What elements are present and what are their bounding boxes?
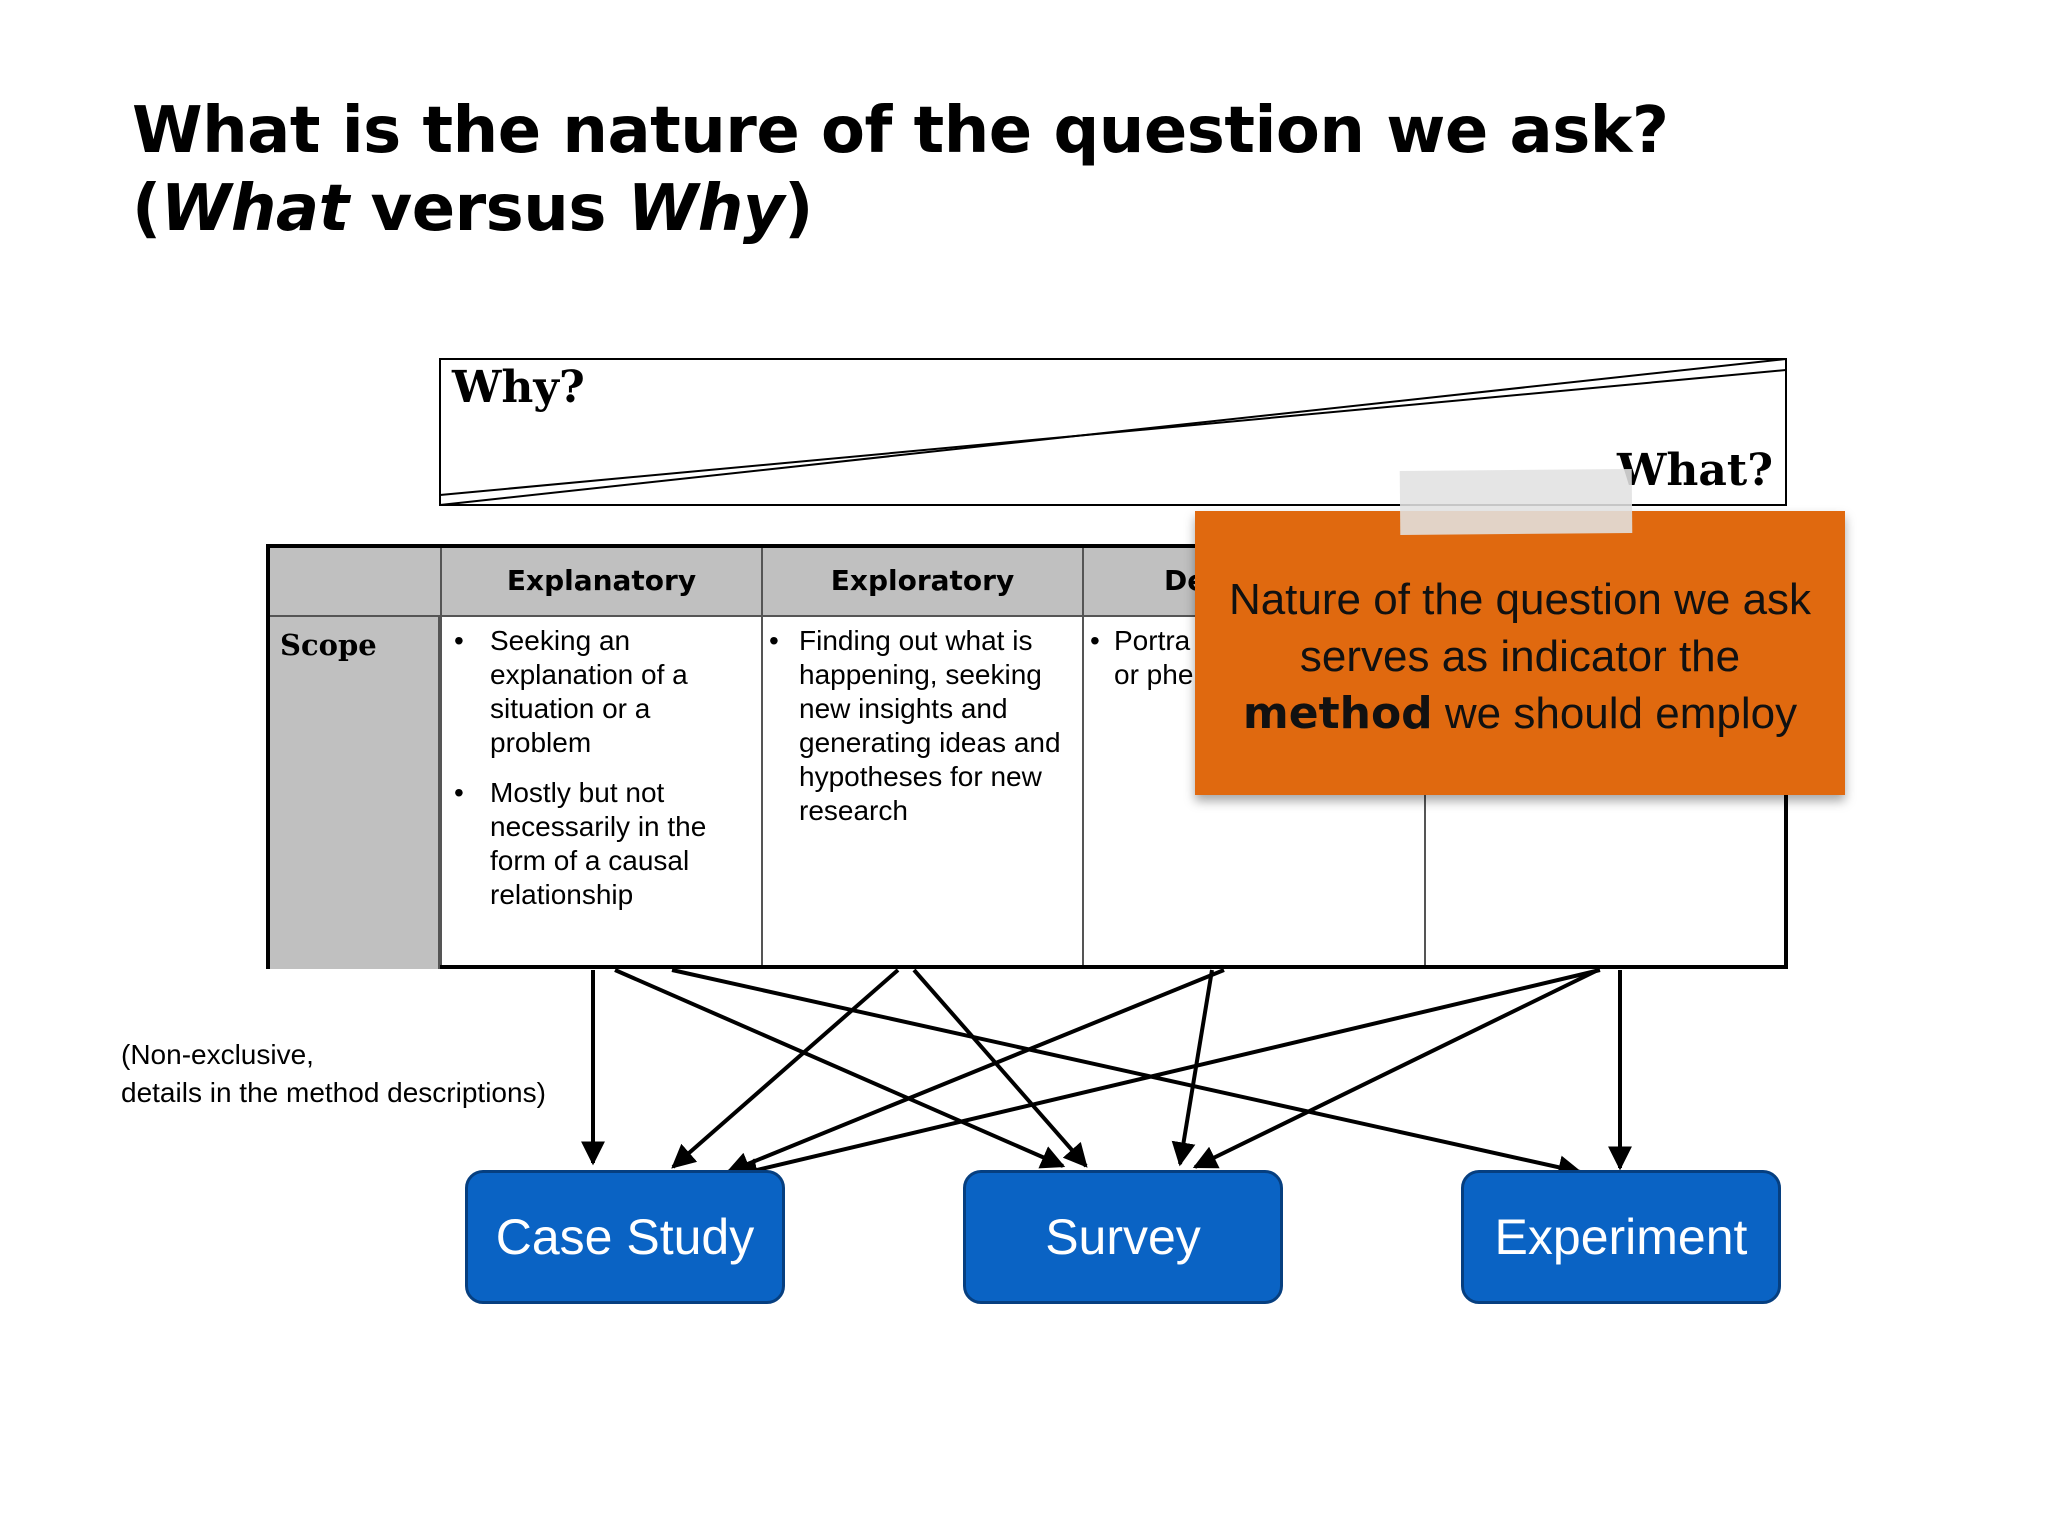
list-item: Mostly but not necessarily in the form o…	[442, 776, 752, 912]
method-case-study: Case Study	[465, 1170, 785, 1304]
list-item: Seeking an explanation of a situation or…	[442, 624, 752, 760]
list-item: Finding out what is happening, seeking n…	[763, 624, 1063, 828]
question-type-table: Explanatory Exploratory De Scope Seeking…	[266, 544, 1788, 969]
list-item: Portra	[1084, 624, 1384, 658]
cell-exploratory-scope: Finding out what is happening, seeking n…	[763, 624, 1063, 844]
title-versus: versus	[348, 172, 628, 246]
table-divider	[440, 548, 442, 965]
method-experiment: Experiment	[1461, 1170, 1781, 1304]
slide-title: What is the nature of the question we as…	[132, 92, 1669, 248]
title-line-1: What is the nature of the question we as…	[132, 94, 1669, 168]
table-row-header	[270, 617, 440, 969]
sticky-line-3-rest: we should employ	[1432, 689, 1798, 738]
why-label: Why?	[452, 362, 585, 413]
method-survey: Survey	[963, 1170, 1283, 1304]
what-label: What?	[1617, 445, 1774, 496]
sticky-line-1: Nature of the question we ask	[1228, 575, 1812, 624]
title-paren-open: (	[132, 172, 161, 246]
note-line-1: (Non-exclusive,	[121, 1039, 314, 1070]
cell-continuation: or phe	[1114, 659, 1194, 690]
sticky-tape	[1399, 468, 1633, 536]
table-divider	[1082, 548, 1084, 965]
wedge-diagonal-upper	[439, 369, 1787, 496]
sticky-line-3: method we should employ	[1195, 685, 1845, 742]
table-divider	[761, 548, 763, 965]
cell-descriptive-scope: Portra or phe	[1084, 624, 1384, 692]
title-why: Why	[627, 172, 785, 246]
non-exclusive-note: (Non-exclusive, details in the method de…	[121, 1036, 546, 1112]
sticky-line-2: serves as indicator the	[1299, 632, 1741, 681]
title-line-2: (What versus Why)	[132, 170, 1668, 248]
wedge-frame	[439, 358, 1787, 506]
note-line-2: details in the method descriptions)	[121, 1077, 546, 1108]
sticky-method-word: method	[1242, 688, 1433, 739]
title-paren-close: )	[784, 172, 813, 246]
column-header-exploratory: Exploratory	[830, 564, 1015, 597]
sticky-note: Nature of the question we ask serves as …	[1195, 511, 1845, 795]
column-header-explanatory: Explanatory	[506, 564, 697, 597]
title-what: What	[160, 172, 349, 246]
cell-explanatory-scope: Seeking an explanation of a situation or…	[442, 624, 752, 928]
row-label-scope: Scope	[280, 628, 377, 662]
